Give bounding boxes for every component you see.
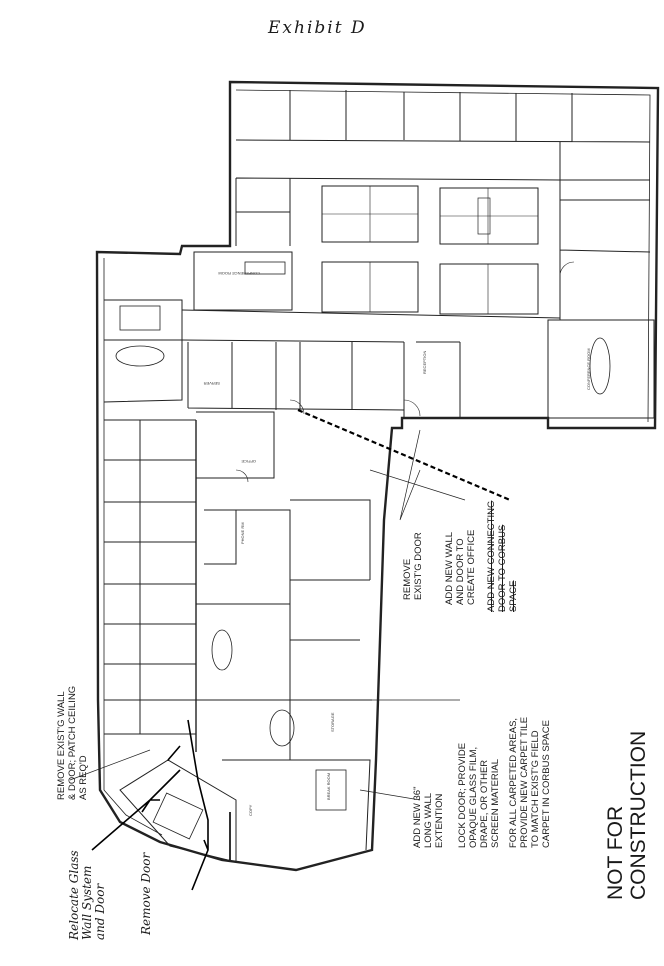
room-label: SERVER	[204, 381, 220, 386]
leader-line	[369, 469, 466, 501]
room-label: CONFERENCE ROOM	[218, 271, 260, 276]
note-remove-door: REMOVE EXIST'G DOOR	[402, 532, 424, 600]
leader-line	[359, 789, 421, 801]
room-label: BREAK ROOM	[326, 773, 331, 800]
angled-conference	[119, 759, 237, 863]
exterior-wall-inner	[103, 89, 651, 836]
room-label: COPY	[248, 804, 253, 816]
note-wall-extension: ADD NEW 36" LONG WALL EXTENTION	[412, 786, 445, 848]
exhibit-title: Exhibit D	[268, 18, 367, 38]
handwritten-remove-door: Remove Door	[139, 852, 153, 935]
office-row-top	[235, 90, 651, 143]
exterior-wall	[95, 80, 660, 872]
pen-arrow	[187, 719, 209, 891]
demolition-line	[297, 408, 511, 502]
handwritten-relocate-note: Relocate Glass Wall System and Door	[67, 850, 107, 940]
room-label: OFFICE	[241, 459, 256, 464]
room-label: CONFERENCE ROOM	[586, 348, 591, 390]
conference-room	[193, 251, 293, 311]
workstation-bays	[104, 419, 196, 735]
note-connecting-door: ADD NEW CONNECTING DOOR TO CORBUS SPACE	[486, 500, 519, 612]
workstation-cluster	[439, 263, 539, 315]
center-offices	[196, 411, 371, 700]
leader-line	[399, 429, 421, 521]
not-for-construction-stamp: NOT FOR CONSTRUCTION	[604, 730, 650, 900]
room-label: PHONE RM	[240, 522, 245, 544]
note-lock-door: LOCK DOOR; PROVIDE OPAQUE GLASS FILM, DR…	[457, 742, 501, 848]
note-add-wall: ADD NEW WALL AND DOOR TO CREATE OFFICE	[444, 529, 477, 605]
office-right	[559, 142, 651, 321]
corridor-line	[235, 177, 561, 246]
pen-arrow	[91, 769, 181, 851]
main-corridor	[181, 309, 561, 343]
room-label: RECEPTION	[422, 351, 427, 374]
note-carpet: FOR ALL CARPETED AREAS, PROVIDE NEW CARP…	[508, 716, 552, 848]
room-label: STORAGE	[330, 712, 335, 732]
leader-line	[69, 749, 151, 781]
pen-bracket	[167, 745, 231, 860]
middle-rooms	[187, 341, 461, 418]
conference-area-left	[103, 299, 183, 403]
lounge-area	[196, 603, 372, 851]
board-room	[547, 319, 655, 419]
note-remove-wall: REMOVE EXIST'G WALL & DOOR; PATCH CEILIN…	[56, 685, 89, 800]
